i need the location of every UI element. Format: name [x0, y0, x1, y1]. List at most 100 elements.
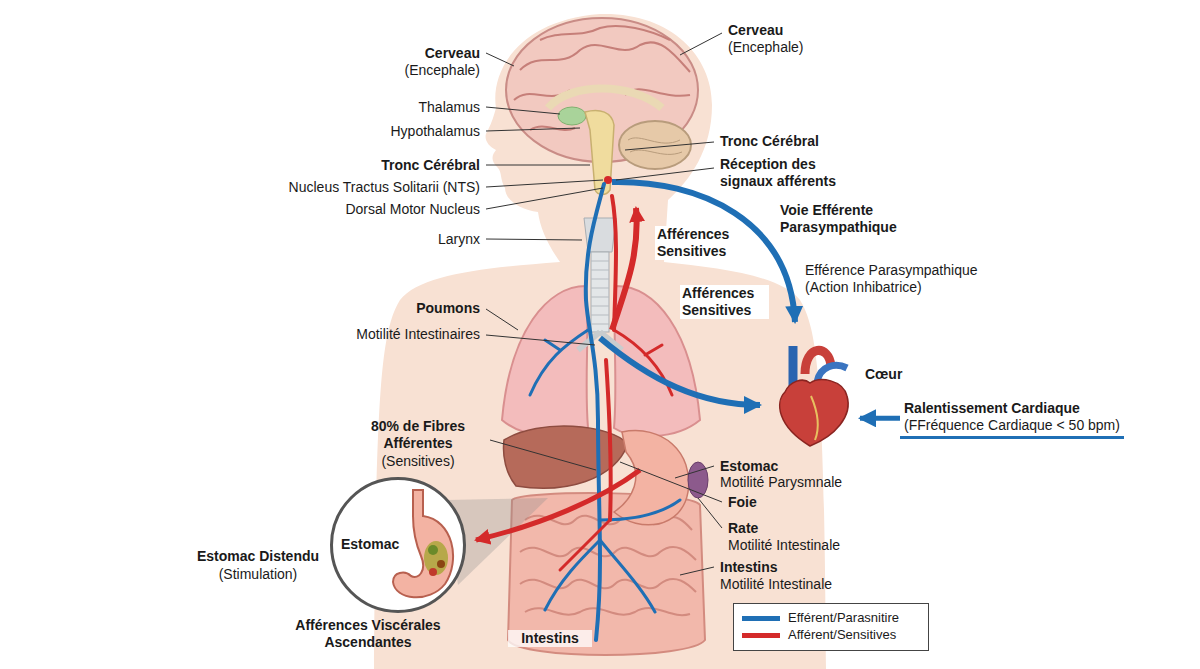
structure-label: Estomac [720, 458, 778, 475]
pathway-sublabel: (Action Inhibatrice) [805, 279, 922, 296]
node-body: (FFréquence Cardiaque < 50 bpm) [904, 417, 1120, 434]
thalamus [558, 107, 586, 125]
pathway-label: Afférences Sensitives [680, 285, 769, 319]
note-sublabel: (Stimulation) [188, 566, 328, 583]
legend-row: Afférent/Sensitives [742, 627, 920, 643]
heart-shape [765, 340, 860, 450]
structure-label: Dorsal Motor Nucleus [345, 201, 480, 218]
leader-line [486, 128, 580, 131]
pathway-label: Efférence Parasympathique [805, 262, 978, 279]
larynx-trachea [591, 252, 609, 332]
brainstem [585, 111, 614, 195]
legend-text: Afférent/Sensitives [788, 627, 896, 643]
vagus-efferent-nerve [586, 184, 604, 640]
structure-label: Hypothalamus [391, 123, 481, 140]
leader-line [486, 188, 603, 209]
thalamus [558, 107, 586, 125]
stomach-inset: Estomac [330, 477, 466, 613]
intestines [508, 493, 705, 655]
structure-label: Cerveau [728, 22, 783, 39]
stomach-content [437, 560, 445, 568]
structure-label: Intestins [508, 630, 592, 647]
effect-box: Ralentissement Cardiaque(FFréquence Card… [900, 398, 1124, 439]
afferent-arrow [476, 208, 640, 540]
efferent-arrow [600, 182, 795, 405]
structure-label: Intestins [720, 559, 778, 576]
leader-line [620, 462, 722, 502]
stomach-content [428, 545, 438, 555]
efferent-connector [860, 416, 900, 421]
note-label: Réception des signaux afférents [720, 156, 855, 190]
structure-sublabel: Motilité Intestinale [728, 537, 840, 554]
structure-sublabel: (Encephale) [728, 39, 804, 56]
leader-line [490, 440, 596, 470]
structure-label: Tronc Cérébral [381, 157, 480, 174]
afferent-arrow [476, 470, 640, 540]
legend-box: Efférent/ParasnitireAfférent/Sensitives [733, 603, 929, 651]
structure-label: Larynx [438, 231, 480, 248]
larynx-trachea [591, 261, 609, 324]
structure-sublabel: (Encephale) [405, 62, 481, 79]
structure-label: Nucleus Tractus Solitarii (NTS) [289, 179, 480, 196]
lungs [502, 286, 588, 436]
intestines [525, 608, 690, 615]
vagus-efferent-nerve [545, 500, 680, 612]
leader-line [698, 498, 722, 528]
note-label: Estomac Distendu [188, 548, 328, 565]
leader-line [675, 466, 714, 478]
leader-line [486, 165, 590, 166]
leader-line [486, 335, 595, 345]
pathway-label: Voie Efférente Parasympathique [778, 202, 917, 236]
note-sublabel: (Sensitives) [348, 453, 488, 470]
brainstem [585, 111, 614, 195]
leader-line [486, 180, 603, 187]
leader-line [486, 309, 518, 330]
vagus-afferent-nerve [560, 520, 610, 570]
structure-label: Tronc Cérébral [720, 133, 819, 150]
structure-label: Poumons [416, 300, 480, 317]
leader-line [486, 239, 582, 240]
intestines [508, 493, 705, 655]
leader-line [680, 33, 722, 55]
efferent-arrow [612, 182, 795, 322]
structure-label: Cerveau [425, 45, 480, 62]
legend-swatch [742, 633, 780, 638]
efferent-arrow [600, 338, 760, 405]
intestines [520, 579, 696, 592]
legend-text: Efférent/Parasnitire [788, 610, 899, 626]
stomach-wall [393, 490, 453, 597]
structure-label: Rate [728, 520, 758, 537]
note-label: Afférences Viscérales Ascendantes [281, 617, 456, 651]
brain [540, 26, 670, 40]
node-heading: Estomac [341, 536, 399, 553]
heart-body [780, 380, 848, 446]
brain [548, 89, 662, 109]
vagus-afferent-nerve [612, 196, 616, 330]
leader-line [486, 107, 560, 114]
note-label: 80% de Fibres Afférentes [348, 418, 488, 452]
leader-line [680, 567, 714, 575]
heart-organ: Cœur [765, 340, 860, 450]
pathway-label: Afférences Sensitives [655, 226, 744, 260]
coronary-vessel [811, 396, 818, 440]
node-heading: Ralentissement Cardiaque [904, 400, 1120, 417]
stomach-content [424, 541, 448, 575]
vagus-afferent-nerve [614, 330, 672, 395]
legend-swatch [742, 616, 780, 621]
leader-line [486, 53, 514, 66]
legend-row: Efférent/Parasnitire [742, 610, 920, 626]
leader-line [616, 168, 714, 180]
structure-label: Thalamus [419, 99, 480, 116]
structure-label: Foie [728, 494, 757, 511]
node-heading: Cœur [865, 366, 902, 383]
leader-line [625, 142, 714, 150]
brain [520, 42, 690, 72]
stomach-content [429, 568, 437, 576]
structure-sublabel: Motilité Intestinale [720, 576, 832, 593]
cerebellum [628, 138, 682, 155]
